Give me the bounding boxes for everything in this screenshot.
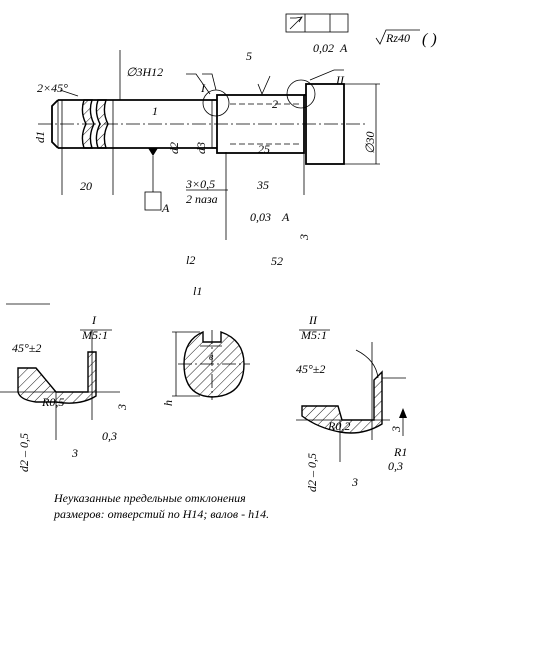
d1-label: d1 bbox=[33, 131, 47, 143]
chamfer-label: 2×45° bbox=[37, 81, 68, 95]
roughness-mark bbox=[257, 75, 271, 96]
l2-label: l2 bbox=[186, 253, 195, 267]
dia-30-label: ∅30 bbox=[363, 132, 377, 154]
dim-25: 25 bbox=[258, 142, 270, 156]
runout-value: 0,03 bbox=[250, 210, 271, 224]
section-view bbox=[172, 330, 250, 400]
detail-I-dim3b: 3 bbox=[71, 446, 78, 460]
dim-20: 20 bbox=[80, 179, 92, 193]
l1-label: l1 bbox=[193, 284, 202, 298]
groove-count: 2 паза bbox=[186, 192, 218, 206]
runout-datum: A bbox=[281, 210, 290, 224]
detail-II-title: II bbox=[308, 313, 318, 327]
dim-35: 35 bbox=[256, 178, 269, 192]
d3-label: d3 bbox=[194, 142, 208, 154]
detail-I-angle: 45°±2 bbox=[12, 341, 41, 355]
roughness-value: Rz40 bbox=[385, 31, 410, 45]
detail-II-arrow bbox=[399, 408, 407, 436]
detail-I-profile bbox=[17, 351, 97, 404]
view-II-ref: II bbox=[335, 73, 345, 87]
note-line-2: размеров: отверстий по H14; валов - h14. bbox=[53, 507, 269, 521]
tolerance-value: 0,02 bbox=[313, 41, 334, 55]
detail-I-dim03: 0,3 bbox=[102, 429, 117, 443]
detail-I-radius: R0,5 bbox=[41, 395, 64, 409]
detail-II-angle: 45°±2 bbox=[296, 362, 325, 376]
position-1: 1 bbox=[152, 104, 158, 118]
detail-II-scale: M5:1 bbox=[300, 328, 327, 342]
tolerance-frame bbox=[285, 13, 349, 33]
detail-I-title: I bbox=[91, 313, 97, 327]
detail-II-dim3a: 3 bbox=[389, 426, 403, 433]
detail-I-d2tol: d2 – 0,5 bbox=[17, 433, 31, 472]
bore-label: ∅3H12 bbox=[126, 65, 163, 79]
detail-II-circle bbox=[286, 79, 316, 109]
detail-II-radius: R0,2 bbox=[327, 419, 350, 433]
dim-3-vertical: 3 bbox=[297, 234, 311, 241]
view-I-ref: I bbox=[200, 81, 206, 95]
groove-label: 3×0,5 bbox=[185, 177, 215, 191]
dim-5: 5 bbox=[246, 49, 252, 63]
detail-I-scale: M5:1 bbox=[81, 328, 108, 342]
detail-I-circle bbox=[202, 89, 230, 117]
roughness-symbol bbox=[375, 29, 420, 45]
position-2: 2 bbox=[272, 97, 278, 111]
roughness-paren: ( ) bbox=[422, 31, 437, 48]
datum-a-marker bbox=[144, 148, 162, 211]
detail-II-dim3b: 3 bbox=[351, 475, 358, 489]
dim-52: 52 bbox=[271, 254, 283, 268]
detail-II-dim03: 0,3 bbox=[388, 459, 403, 473]
d2-label: d2 bbox=[167, 142, 181, 154]
detail-II-d2tol: d2 – 0,5 bbox=[305, 453, 319, 492]
detail-I-dim3a: 3 bbox=[115, 404, 129, 411]
datum-a: A bbox=[161, 201, 170, 215]
note-line-1: Неуказанные предельные отклонения bbox=[53, 491, 246, 505]
tolerance-datum: A bbox=[339, 41, 348, 55]
section-height: h bbox=[161, 400, 175, 406]
section-width: в bbox=[209, 352, 214, 363]
detail-II-r1: R1 bbox=[393, 445, 407, 459]
